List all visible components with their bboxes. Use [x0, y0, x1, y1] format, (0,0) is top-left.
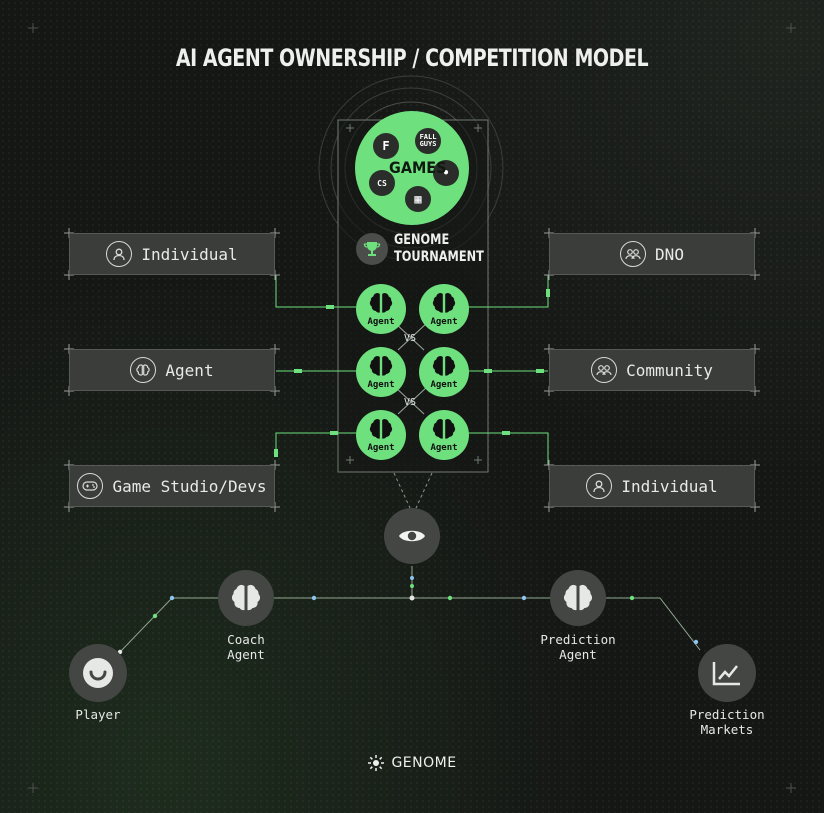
brain-icon	[431, 418, 457, 444]
genome-logo-icon	[368, 755, 385, 771]
prediction-markets-node	[698, 644, 756, 702]
vs-label-1: VS	[404, 333, 417, 344]
games-label: GAMES	[389, 158, 447, 177]
brand-footer: GENOME	[0, 754, 824, 772]
owner-box-agent: Agent	[69, 349, 275, 391]
page-title: AI AGENT OWNERSHIP / COMPETITION MODEL	[175, 44, 649, 72]
owner-label: Agent	[165, 360, 214, 380]
brain-icon	[130, 357, 157, 383]
brain-icon	[368, 418, 394, 444]
brain-icon	[231, 584, 261, 611]
owner-box-dno: DNO	[549, 233, 755, 275]
coach-agent-caption: Coach Agent	[227, 632, 265, 662]
prediction-markets-caption: Prediction Markets	[689, 707, 765, 737]
tournament-title: GENOME TOURNAMENT	[394, 232, 484, 266]
agent-node-label: Agent	[430, 316, 458, 327]
agent-node-6: Agent	[419, 410, 469, 460]
player-caption: Player	[75, 707, 121, 722]
owner-box-individual-left: Individual	[69, 233, 275, 275]
agent-node-label: Agent	[430, 379, 458, 390]
spectator-eye-node	[384, 508, 440, 564]
vs-label-2: VS	[404, 397, 417, 408]
person-icon	[106, 241, 133, 267]
brand-name: GENOME	[391, 755, 457, 771]
agent-node-label: Agent	[430, 442, 458, 453]
brain-icon	[368, 355, 394, 381]
brain-icon	[368, 292, 394, 318]
tournament-line1: GENOME	[394, 232, 450, 248]
fall-guys-icon: FALL GUYS	[415, 128, 441, 154]
gamepad-icon	[77, 473, 104, 499]
agent-node-3: Agent	[356, 347, 406, 397]
owner-box-individual-right: Individual	[549, 465, 755, 507]
agent-node-label: Agent	[367, 442, 395, 453]
fortnite-icon: F	[373, 133, 399, 159]
group-icon	[591, 357, 618, 383]
owner-label: Community	[626, 360, 713, 380]
owner-label: Game Studio/Devs	[112, 476, 267, 496]
brain-icon	[431, 292, 457, 318]
owner-label: DNO	[655, 244, 684, 264]
owner-label: Individual	[621, 476, 718, 496]
person-icon	[586, 473, 613, 499]
agent-node-label: Agent	[367, 316, 395, 327]
chart-trend-icon	[712, 662, 740, 686]
trophy-icon	[356, 233, 388, 265]
smiley-icon	[83, 658, 113, 688]
agent-node-4: Agent	[419, 347, 469, 397]
agent-node-label: Agent	[367, 379, 395, 390]
eye-icon	[399, 530, 425, 542]
coach-agent-node	[218, 570, 274, 626]
brain-icon	[563, 584, 593, 611]
prediction-agent-caption: Prediction Agent	[540, 632, 616, 662]
tournament-header: GENOME TOURNAMENT	[356, 232, 494, 266]
agent-node-2: Agent	[419, 284, 469, 334]
brain-icon	[431, 355, 457, 381]
prediction-agent-node	[550, 570, 606, 626]
agent-node-5: Agent	[356, 410, 406, 460]
agent-node-1: Agent	[356, 284, 406, 334]
group-icon	[620, 241, 647, 267]
tournament-line2: TOURNAMENT	[394, 249, 484, 265]
owner-box-game-studio: Game Studio/Devs	[69, 465, 275, 507]
owner-label: Individual	[141, 244, 238, 264]
minecraft-icon: ▦	[405, 186, 431, 212]
counter-strike-icon: CS	[369, 170, 395, 196]
arena-badge-icon: •	[433, 160, 459, 186]
player-node	[69, 644, 127, 702]
owner-box-community: Community	[549, 349, 755, 391]
